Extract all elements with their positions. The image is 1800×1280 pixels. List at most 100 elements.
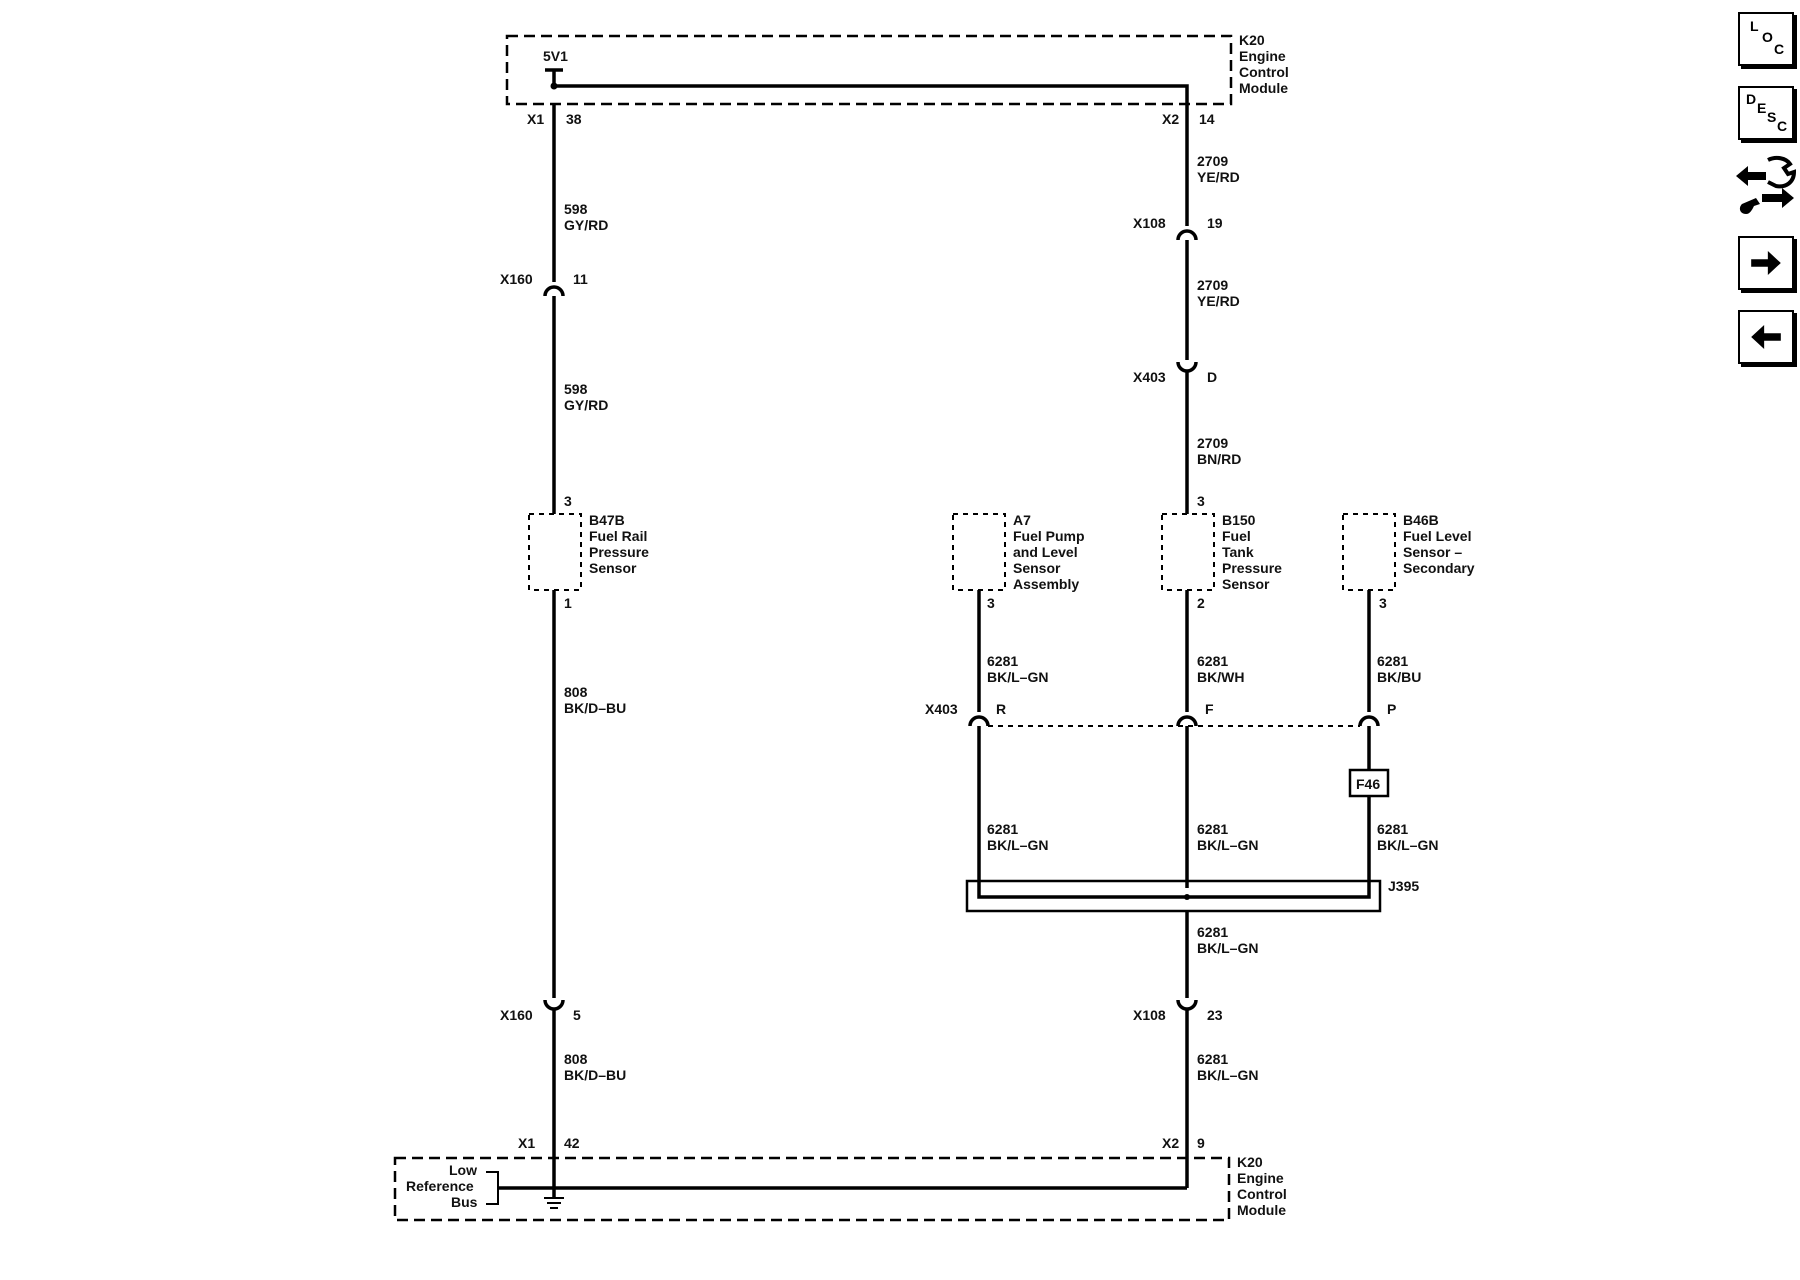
wire-supply-internal: [554, 84, 1189, 104]
a7-pin-bottom: 3: [987, 595, 995, 611]
loc-letter-c: C: [1774, 41, 1785, 57]
connector-x108-23: [1176, 999, 1198, 1011]
wire-808-lower-color: BK/D–BU: [564, 1067, 626, 1083]
wire-6281-b150-lower-color: BK/L–GN: [1197, 837, 1258, 853]
ecm-top-box: [505, 34, 1233, 106]
b46b-name-1: Fuel Level: [1403, 528, 1471, 544]
ecm-bottom-name-1: Engine: [1237, 1170, 1284, 1186]
connector-x160-11: [543, 285, 565, 297]
b46b-id: B46B: [1403, 512, 1439, 528]
wire-6281-a7-upper-color: BK/L–GN: [987, 669, 1048, 685]
wire-2709-b-circuit: 2709: [1197, 277, 1228, 293]
desc-letter-e: E: [1757, 100, 1767, 116]
b150-box: [1161, 513, 1215, 591]
ecm-top-name-2: Control: [1239, 64, 1289, 80]
b46b-name-2: Sensor –: [1403, 544, 1462, 560]
low-ref-line-1: Low: [449, 1162, 477, 1178]
b150-pin-bottom: 2: [1197, 595, 1205, 611]
wire-6281-b46-upper-color: BK/BU: [1377, 669, 1421, 685]
low-ref-bracket: [486, 1171, 499, 1205]
previous-button[interactable]: [1738, 310, 1794, 364]
connector-x403-f: [1176, 715, 1198, 727]
wire-2709-c-color: BN/RD: [1197, 451, 1241, 467]
wire-808-upper-color: BK/D–BU: [564, 700, 626, 716]
splice-j395-bus: [977, 888, 1371, 899]
x403-d-connector: X403: [1133, 369, 1166, 385]
wire-2709-c-circuit: 2709: [1197, 435, 1228, 451]
x403-r-connector: X403: [925, 701, 958, 717]
b47b-id: B47B: [589, 512, 625, 528]
a7-id: A7: [1013, 512, 1031, 528]
x160-5-connector: X160: [500, 1007, 533, 1023]
wire-6281-b150-upper-circuit: 6281: [1197, 653, 1228, 669]
x160-11-connector: X160: [500, 271, 533, 287]
wire-6281-b46-lower-circuit: 6281: [1377, 821, 1408, 837]
low-ref-line-3: Bus: [451, 1194, 478, 1210]
connector-x403-d: [1176, 361, 1198, 373]
b46b-name-3: Secondary: [1403, 560, 1475, 576]
wire-808-upper-circuit: 808: [564, 684, 588, 700]
b47b-name-3: Sensor: [589, 560, 637, 576]
b150-name-3: Pressure: [1222, 560, 1282, 576]
wire-6281-ground-circuit: 6281: [1197, 1051, 1228, 1067]
wire-6281-b46-lower-color: BK/L–GN: [1377, 837, 1438, 853]
b46b-box: [1342, 513, 1396, 591]
wire-2709-b-color: YE/RD: [1197, 293, 1240, 309]
x403-p-pin: P: [1387, 701, 1396, 717]
splice-j395-label: J395: [1388, 878, 1419, 894]
wire-6281-a7-upper-circuit: 6281: [987, 653, 1018, 669]
pin-x1-bottom-connector: X1: [518, 1135, 535, 1151]
b150-id: B150: [1222, 512, 1256, 528]
pin-x2-connector: X2: [1162, 111, 1179, 127]
pin-x2-14: 14: [1199, 111, 1215, 127]
wire-6281-a7-lower-color: BK/L–GN: [987, 837, 1048, 853]
ground-icon: [544, 1197, 564, 1209]
wrench-arrows-icon[interactable]: [1732, 154, 1798, 218]
x108-23-pin: 23: [1207, 1007, 1223, 1023]
wire-6281-b150-upper-color: BK/WH: [1197, 669, 1244, 685]
loc-letter-o: O: [1762, 29, 1773, 45]
wire-598-lower-circuit: 598: [564, 381, 588, 397]
splice-j395-outer: [965, 879, 1382, 913]
b47b-name-1: Fuel Rail: [589, 528, 647, 544]
ecm-top-id: K20: [1239, 32, 1265, 48]
wire-6281-splice-out-color: BK/L–GN: [1197, 940, 1258, 956]
a7-name-1: Fuel Pump: [1013, 528, 1085, 544]
wire-6281-b46-upper-circuit: 6281: [1377, 653, 1408, 669]
connector-x108-19: [1176, 229, 1198, 241]
b150-pin-top: 3: [1197, 493, 1205, 509]
connector-x403-r: [968, 715, 990, 727]
b150-name-4: Sensor: [1222, 576, 1270, 592]
ecm-bottom-name-2: Control: [1237, 1186, 1287, 1202]
desc-letter-d: D: [1746, 91, 1757, 107]
ecm-top-name-1: Engine: [1239, 48, 1286, 64]
connector-x160-5: [543, 999, 565, 1011]
b47b-pin-top: 3: [564, 493, 572, 509]
b47b-name-2: Pressure: [589, 544, 649, 560]
wire-598-lower-color: GY/RD: [564, 397, 608, 413]
pin-x1-connector: X1: [527, 111, 544, 127]
wire-2709-a-circuit: 2709: [1197, 153, 1228, 169]
wire-6281-splice-out-circuit: 6281: [1197, 924, 1228, 940]
next-button[interactable]: [1738, 236, 1794, 290]
pin-x2-9: 9: [1197, 1135, 1205, 1151]
pin-x1-38: 38: [566, 111, 582, 127]
a7-box: [952, 513, 1006, 591]
x108-19-connector: X108: [1133, 215, 1166, 231]
x108-19-pin: 19: [1207, 215, 1223, 231]
wire-6281-b150-lower-circuit: 6281: [1197, 821, 1228, 837]
description-button[interactable]: D E S C: [1738, 86, 1794, 140]
supply-label: 5V1: [543, 48, 568, 64]
wire-808-lower-circuit: 808: [564, 1051, 588, 1067]
b150-name-2: Tank: [1222, 544, 1254, 560]
pin-x2-bottom-connector: X2: [1162, 1135, 1179, 1151]
x160-5-pin: 5: [573, 1007, 581, 1023]
wire-2709-a-color: YE/RD: [1197, 169, 1240, 185]
desc-letter-s: S: [1767, 109, 1777, 125]
wire-6281-a7-lower-circuit: 6281: [987, 821, 1018, 837]
ecm-bottom-name-3: Module: [1237, 1202, 1286, 1218]
ecm-bottom-box: [393, 1156, 1231, 1222]
b46b-pin-bottom: 3: [1379, 595, 1387, 611]
location-button[interactable]: L O C: [1738, 12, 1794, 66]
